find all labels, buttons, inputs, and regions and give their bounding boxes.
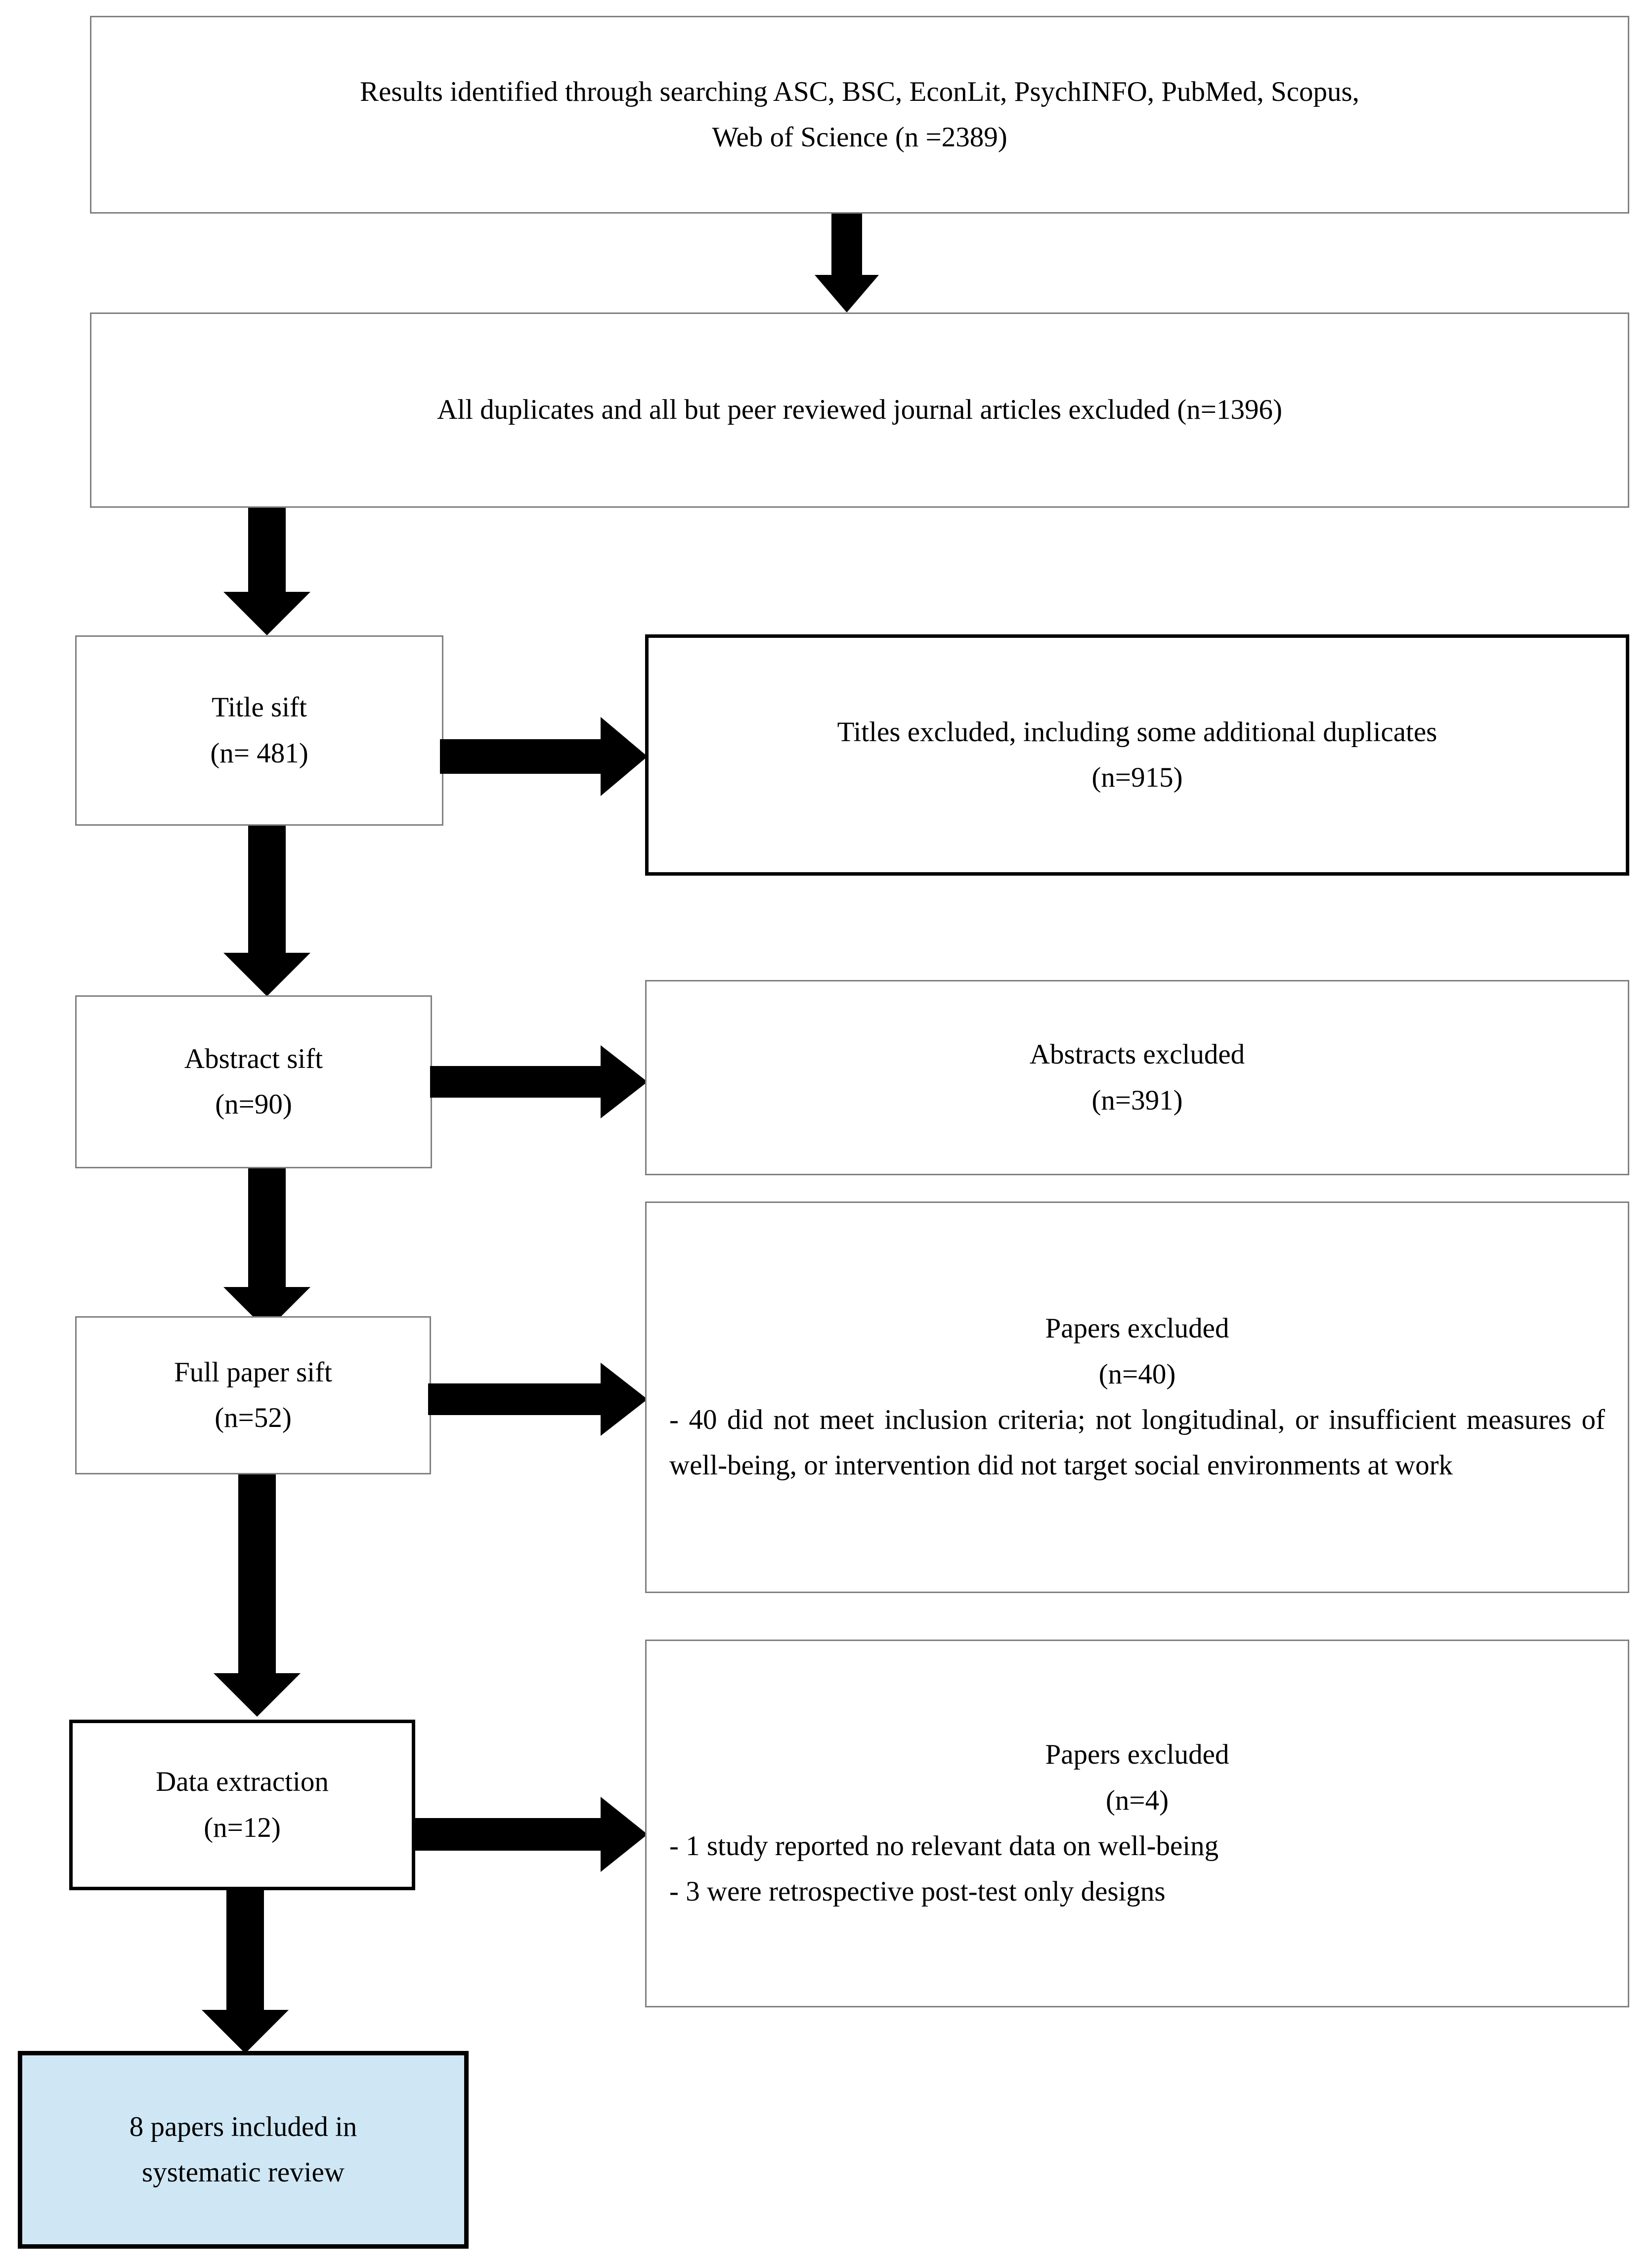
papers-excluded-full-paper-box: Papers excluded (n=40) - 40 did not meet…	[645, 1201, 1629, 1593]
arrow-abstract-sift-to-abstracts-excluded	[430, 1037, 648, 1126]
arrow-data-extraction-to-papers-excluded-2	[412, 1790, 648, 1879]
papers-excluded-2-line-4: - 3 were retrospective post-test only de…	[669, 1876, 1166, 1908]
titles-excluded-line-1: Titles excluded, including some addition…	[837, 716, 1437, 748]
arrow-title-sift-to-abstract-sift	[222, 826, 311, 996]
papers-excluded-2-line-3: - 1 study reported no relevant data on w…	[669, 1830, 1219, 1862]
abstract-sift-line-1: Abstract sift	[184, 1043, 323, 1074]
titles-excluded-box: Titles excluded, including some addition…	[645, 634, 1629, 876]
arrow-abstract-sift-to-full-paper-sift	[222, 1168, 311, 1331]
abstract-sift-line-2: (n=90)	[215, 1089, 292, 1120]
title-sift-box: Title sift (n= 481)	[75, 635, 443, 826]
papers-excluded-2-line-2: (n=4)	[1105, 1784, 1169, 1816]
papers-excluded-2-line-1: Papers excluded	[1045, 1739, 1229, 1771]
data-extraction-line-2: (n=12)	[204, 1812, 281, 1843]
full-paper-sift-line-1: Full paper sift	[174, 1356, 332, 1388]
title-sift-line-1: Title sift	[212, 692, 307, 723]
arrow-identified-to-duplicates	[815, 214, 879, 312]
records-identified-line-2: Web of Science (n =2389)	[712, 122, 1007, 153]
papers-excluded-1-line-2: (n=40)	[1098, 1358, 1176, 1390]
data-extraction-box: Data extraction (n=12)	[69, 1720, 415, 1890]
papers-included-box: 8 papers included in systematic review	[18, 2051, 469, 2249]
arrow-data-extraction-to-included	[201, 1890, 290, 2053]
abstracts-excluded-box: Abstracts excluded (n=391)	[645, 980, 1629, 1175]
full-paper-sift-line-2: (n=52)	[215, 1402, 292, 1433]
arrow-full-paper-sift-to-data-extraction	[213, 1474, 302, 1717]
abstracts-excluded-line-1: Abstracts excluded	[1029, 1039, 1245, 1070]
title-sift-line-2: (n= 481)	[210, 737, 308, 769]
duplicates-excluded-box: All duplicates and all but peer reviewed…	[90, 312, 1629, 508]
abstracts-excluded-line-2: (n=391)	[1091, 1084, 1183, 1116]
titles-excluded-line-2: (n=915)	[1091, 762, 1183, 793]
papers-included-line-2: systematic review	[142, 2157, 345, 2188]
records-identified-box: Results identified through searching ASC…	[90, 16, 1629, 214]
papers-excluded-1-line-1: Papers excluded	[1045, 1313, 1229, 1344]
records-identified-line-1: Results identified through searching ASC…	[360, 76, 1359, 107]
arrow-title-sift-to-titles-excluded	[440, 707, 648, 806]
papers-excluded-1-line-3: - 40 did not meet inclusion criteria; no…	[669, 1404, 1605, 1481]
duplicates-excluded-line-1: All duplicates and all but peer reviewed…	[437, 394, 1282, 426]
arrow-full-paper-sift-to-papers-excluded-1	[428, 1355, 648, 1444]
papers-included-line-1: 8 papers included in	[129, 2111, 357, 2142]
abstract-sift-box: Abstract sift (n=90)	[75, 995, 432, 1168]
papers-excluded-data-extraction-box: Papers excluded (n=4) - 1 study reported…	[645, 1640, 1629, 2007]
arrow-duplicates-to-title-sift	[222, 508, 311, 635]
full-paper-sift-box: Full paper sift (n=52)	[75, 1316, 431, 1474]
data-extraction-line-1: Data extraction	[156, 1766, 329, 1798]
